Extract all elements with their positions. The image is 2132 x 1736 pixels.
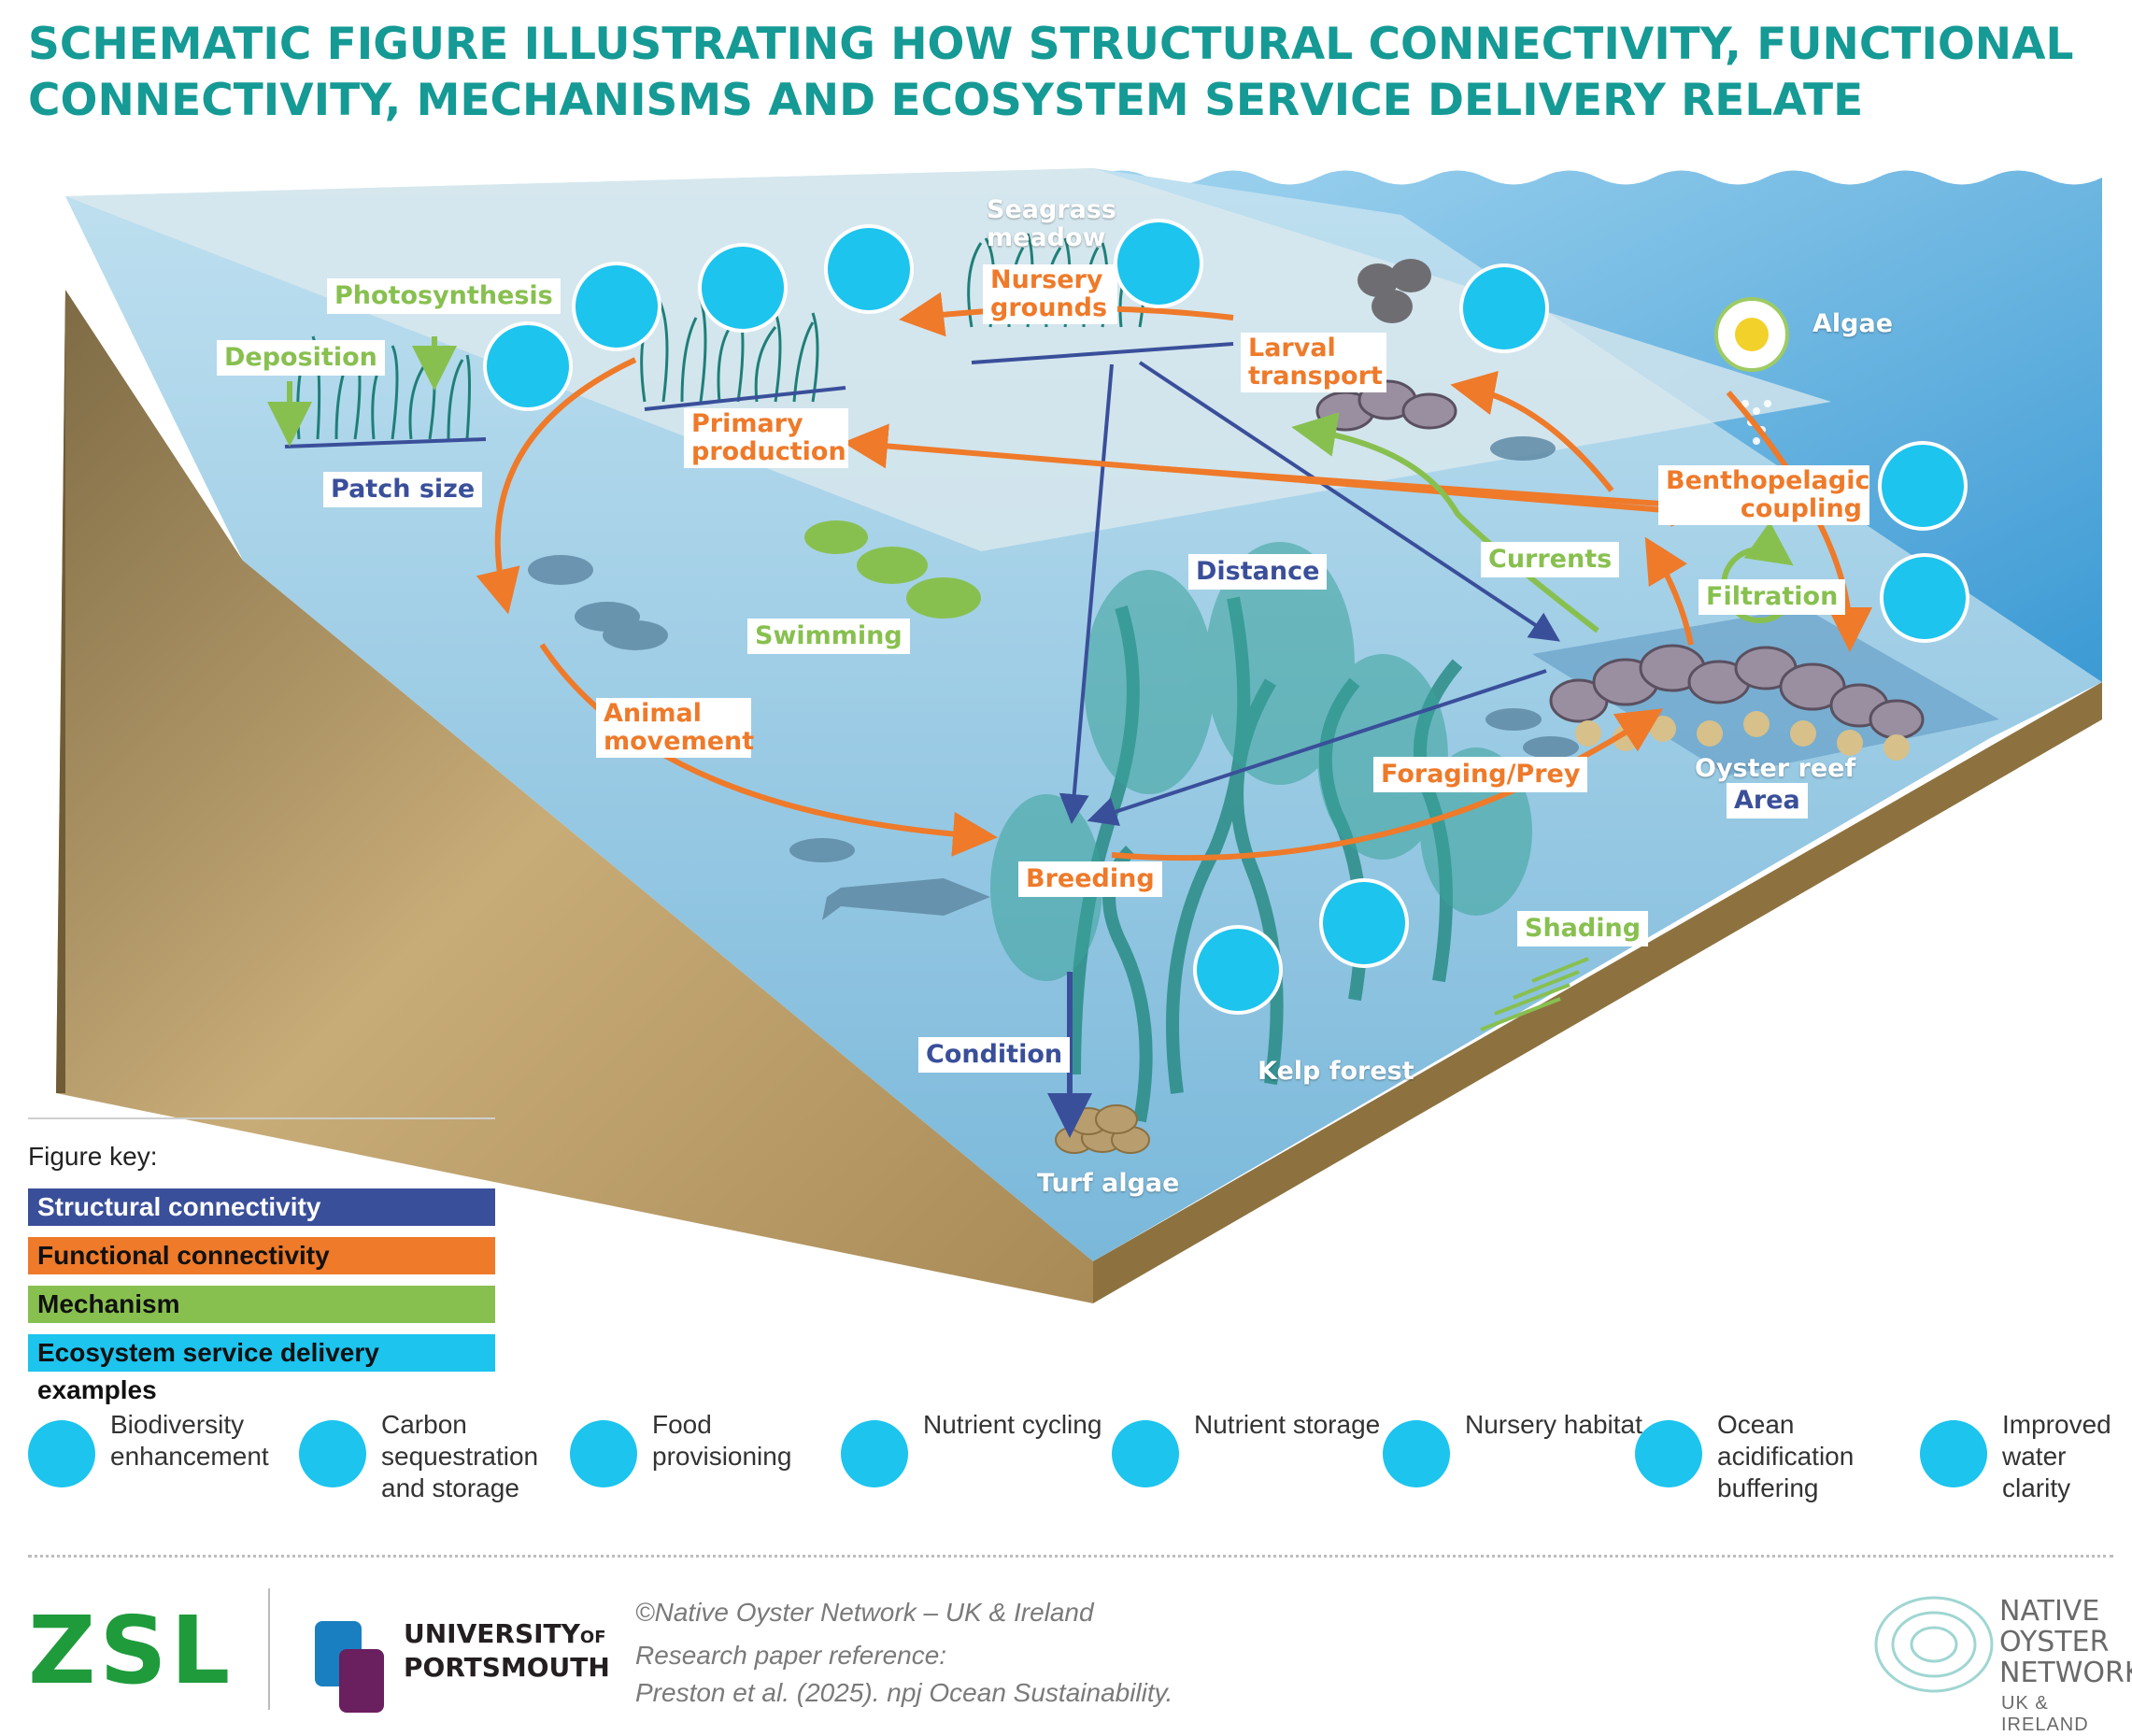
key-structural: Structural connectivity xyxy=(28,1188,495,1226)
key-title: Figure key: xyxy=(28,1142,158,1171)
algae-cells xyxy=(1714,297,1789,445)
reference: Preston et al. (2025). npj Ocean Sustain… xyxy=(635,1678,1173,1707)
key-ecosystem: Ecosystem service delivery examples xyxy=(28,1334,495,1404)
label-swimming: Swimming xyxy=(747,619,910,654)
patch-size-bar xyxy=(284,437,487,448)
oyster-reef xyxy=(1549,644,1925,740)
carbon-icon xyxy=(299,1420,366,1487)
key-divider xyxy=(28,1117,495,1119)
label-seagrass-meadow: Seagrass meadow xyxy=(987,195,1116,252)
university-of-portsmouth: UNIVERSITYOF PORTSMOUTH xyxy=(404,1618,610,1683)
label-kelp-forest: Kelp forest xyxy=(1258,1057,1414,1086)
native-oyster-network-logo xyxy=(1874,1596,1994,1693)
scene-service-icons xyxy=(483,219,1969,1015)
food-icon xyxy=(570,1420,637,1487)
label-larval-transport: Larval transport xyxy=(1241,333,1386,392)
label-turf-algae: Turf algae xyxy=(1037,1169,1180,1198)
oyster-larvae xyxy=(1357,259,1431,323)
sediment-right-face xyxy=(1093,682,2102,1303)
label-patch-size: Patch size xyxy=(323,472,483,507)
acidification-icon xyxy=(1635,1420,1702,1487)
label-benthopelagic-coupling: Benthopelagic coupling xyxy=(1658,465,1870,525)
shading-lines xyxy=(1480,957,1589,1032)
label-area: Area xyxy=(1727,783,1808,818)
fish-silhouettes xyxy=(528,436,1579,920)
label-breeding: Breeding xyxy=(1018,861,1162,897)
label-filtration: Filtration xyxy=(1698,579,1846,615)
meadow-bar xyxy=(971,342,1234,364)
swimming-fish xyxy=(804,520,981,619)
figure-title: Schematic figure illustrating how struct… xyxy=(28,19,2074,126)
label-distance: Distance xyxy=(1188,554,1328,590)
seagrass-bar-2 xyxy=(644,386,846,411)
label-algae: Algae xyxy=(1812,309,1894,338)
portsmouth-logo-icon xyxy=(315,1621,384,1713)
zsl-logo: ZSL xyxy=(28,1596,235,1705)
label-condition: Condition xyxy=(918,1037,1071,1073)
label-foraging-prey: Foraging/Prey xyxy=(1373,757,1588,792)
label-deposition: Deposition xyxy=(217,340,385,376)
sediment-slope xyxy=(56,290,1093,1303)
label-shading: Shading xyxy=(1517,911,1649,946)
sediment-left-face xyxy=(56,290,65,1093)
key-mechanism: Mechanism xyxy=(28,1286,495,1323)
ocean-scene xyxy=(56,168,2102,1303)
uk-ireland-text: UK & IRELAND xyxy=(2001,1693,2089,1735)
biodiversity-icon xyxy=(28,1420,95,1487)
key-functional: Functional connectivity xyxy=(28,1237,495,1274)
footer-divider xyxy=(28,1555,2113,1558)
copyright: ©Native Oyster Network – UK & Ireland xyxy=(635,1598,1094,1627)
reference-label: Research paper reference: xyxy=(635,1641,947,1670)
native-oyster-network-text: NATIVE OYSTER NETWORK xyxy=(1999,1595,2132,1689)
nutrient-cycling-icon xyxy=(841,1420,908,1487)
label-animal-movement: Animal movement xyxy=(596,698,754,758)
nutrient-storage-icon xyxy=(1112,1420,1179,1487)
logo-divider xyxy=(268,1588,270,1710)
nursery-icon xyxy=(1383,1420,1450,1487)
label-oyster-reef: Oyster reef xyxy=(1695,754,1856,783)
label-primary-production: Primary production xyxy=(684,408,848,468)
label-currents: Currents xyxy=(1481,542,1620,577)
label-nursery-grounds: Nursery grounds xyxy=(983,264,1117,324)
water-clarity-icon xyxy=(1920,1420,1987,1487)
label-photosynthesis: Photosynthesis xyxy=(327,278,561,314)
